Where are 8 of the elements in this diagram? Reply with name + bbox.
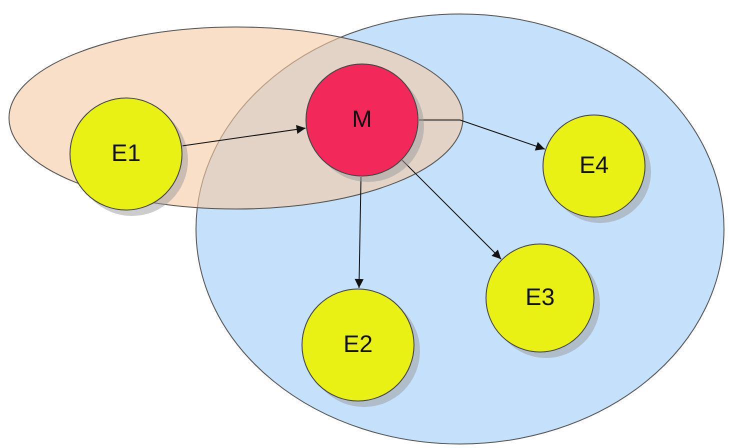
node-label: E3	[525, 284, 555, 312]
arrow	[402, 160, 502, 260]
arrow	[182, 124, 306, 146]
node-label: E1	[111, 140, 141, 168]
node-label: M	[352, 106, 372, 134]
arrow	[418, 120, 546, 150]
node-label: E2	[343, 331, 373, 359]
node-label: E4	[579, 152, 609, 180]
